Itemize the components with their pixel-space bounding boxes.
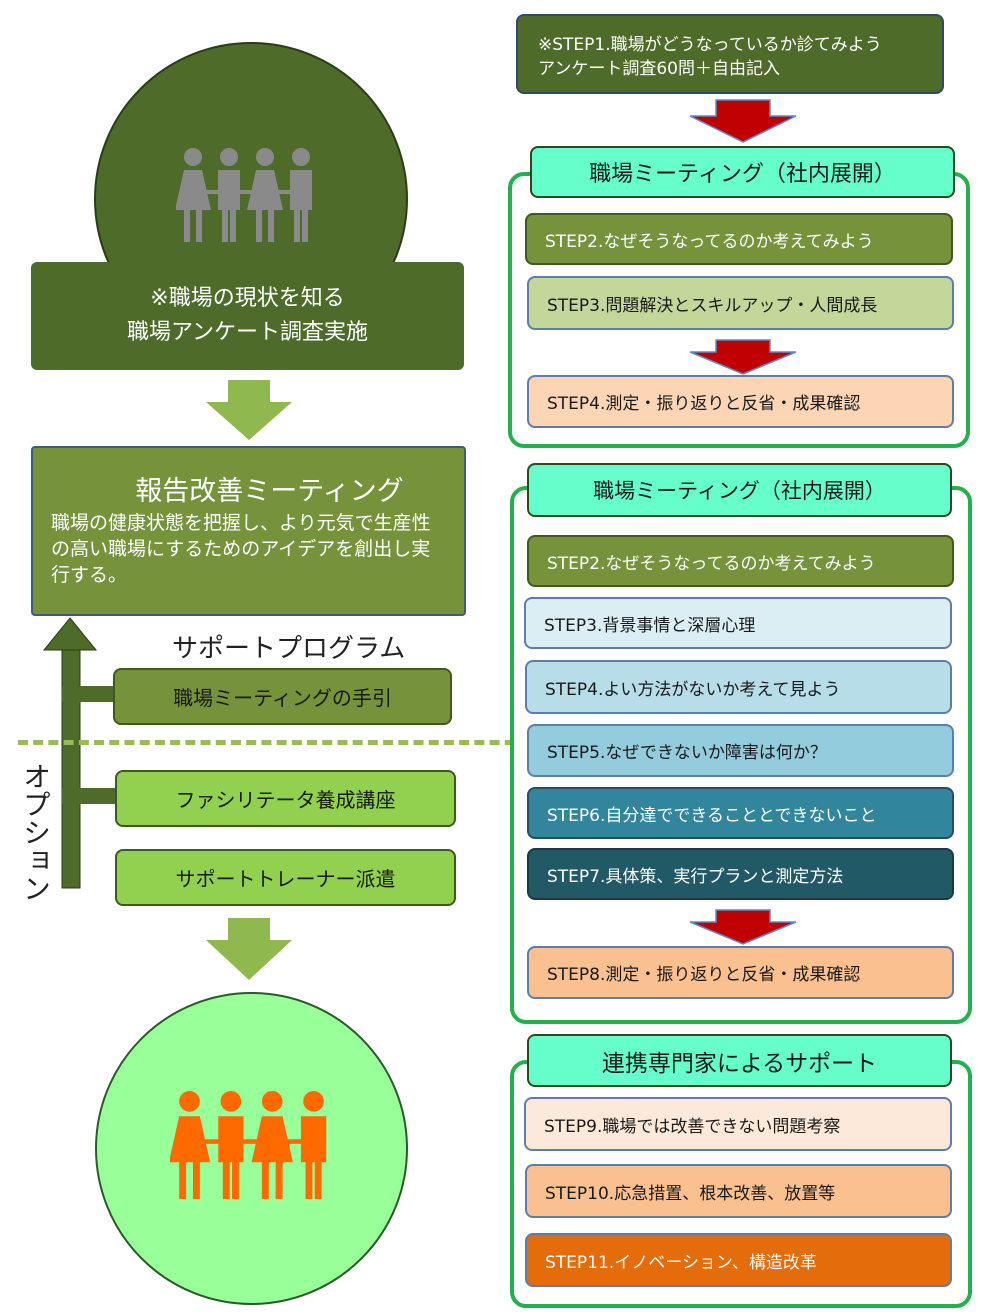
- group2-step2-label: STEP2.なぜそうなってるのか考えてみよう: [547, 553, 876, 574]
- step1-box: ※STEP1.職場がどうなっているか診てみよう アンケート調査60問＋自由記入: [516, 14, 944, 94]
- red-down-arrow-icon: [689, 99, 797, 143]
- meeting-group-2-title: 職場ミーティング（社内展開）: [527, 463, 952, 517]
- group3-step9: STEP9.職場では改善できない問題考察: [524, 1097, 952, 1151]
- connector-bar: [62, 686, 118, 702]
- survey-box-line2: 職場アンケート調査実施: [126, 320, 369, 345]
- support-guide-label: 職場ミーティングの手引: [173, 686, 392, 710]
- group3-step9-label: STEP9.職場では改善できない問題考察: [544, 1116, 841, 1137]
- connector-bar: [62, 788, 118, 804]
- support-program-heading: サポートプログラム: [172, 634, 406, 664]
- group2-step6-label: STEP6.自分達でできることとできないこと: [547, 805, 877, 826]
- group2-step3-label: STEP3.背景事情と深層心理: [544, 615, 756, 636]
- group3-step11-label: STEP11.イノベーション、構造改革: [545, 1252, 817, 1273]
- red-down-arrow-icon: [689, 909, 797, 945]
- group3-step10-label: STEP10.応急措置、根本改善、放置等: [545, 1183, 836, 1204]
- people-group-icon: [176, 148, 312, 242]
- expert-support-title: 連携専門家によるサポート: [527, 1034, 952, 1087]
- group2-step8-label: STEP8.測定・振り返りと反省・成果確認: [547, 965, 861, 985]
- group1-step4-label: STEP4.測定・振り返りと反省・成果確認: [547, 394, 861, 414]
- down-arrow-icon: [206, 918, 292, 980]
- group3-step11: STEP11.イノベーション、構造改革: [525, 1233, 952, 1287]
- group2-step7: STEP7.具体策、実行プランと測定方法: [527, 848, 954, 900]
- group2-step7-label: STEP7.具体策、実行プランと測定方法: [547, 866, 844, 887]
- trainer-dispatch-label: サポートトレーナー派遣: [175, 867, 396, 891]
- group2-step5: STEP5.なぜできないか障害は何か？: [527, 724, 954, 777]
- group1-step4: STEP4.測定・振り返りと反省・成果確認: [527, 375, 954, 428]
- facilitator-course-box: ファシリテータ養成講座: [115, 770, 456, 827]
- group2-step3: STEP3.背景事情と深層心理: [524, 597, 952, 649]
- group1-step3: STEP3.問題解決とスキルアップ・人間成長: [527, 276, 954, 330]
- group2-step5-label: STEP5.なぜできないか障害は何か？: [547, 743, 827, 763]
- up-arrow-icon: [42, 617, 98, 889]
- step1-line2: アンケート調査60問＋自由記入: [538, 59, 780, 79]
- meeting-group-1-title: 職場ミーティング（社内展開）: [530, 146, 955, 198]
- group2-step8: STEP8.測定・振り返りと反省・成果確認: [527, 946, 954, 999]
- red-down-arrow-icon: [689, 339, 797, 375]
- group2-step2: STEP2.なぜそうなってるのか考えてみよう: [527, 535, 954, 587]
- group2-step4: STEP4.よい方法がないか考えて見よう: [525, 660, 952, 714]
- people-group-icon: [170, 1091, 327, 1199]
- option-label: オプション: [19, 762, 52, 902]
- goal-circle: [95, 992, 408, 1305]
- report-meeting-body: 職場の健康状態を把握し、より元気で生産性の高い職場にするためのアイデアを創出し実…: [51, 512, 431, 586]
- support-guide-box: 職場ミーティングの手引: [113, 668, 452, 725]
- facilitator-course-label: ファシリテータ養成講座: [175, 788, 396, 812]
- group2-step4-label: STEP4.よい方法がないか考えて見よう: [545, 679, 841, 700]
- survey-box: ※職場の現状を知る 職場アンケート調査実施: [31, 262, 464, 370]
- group1-step2: STEP2.なぜそうなってるのか考えてみよう: [525, 213, 953, 265]
- group3-step10: STEP10.応急措置、根本改善、放置等: [525, 1164, 952, 1218]
- survey-box-line1: ※職場の現状を知る: [150, 286, 345, 311]
- report-meeting-title: 報告改善ミーティング: [135, 476, 404, 507]
- group2-step6: STEP6.自分達でできることとできないこと: [527, 787, 954, 839]
- down-arrow-icon: [206, 380, 292, 440]
- group1-step3-label: STEP3.問題解決とスキルアップ・人間成長: [547, 295, 878, 316]
- option-divider-line: [18, 740, 530, 745]
- step1-line1: ※STEP1.職場がどうなっているか診てみよう: [538, 35, 882, 55]
- report-meeting-box: 報告改善ミーティング 職場の健康状態を把握し、より元気で生産性の高い職場にするた…: [31, 446, 466, 616]
- trainer-dispatch-box: サポートトレーナー派遣: [115, 849, 456, 906]
- group1-step2-label: STEP2.なぜそうなってるのか考えてみよう: [545, 231, 874, 252]
